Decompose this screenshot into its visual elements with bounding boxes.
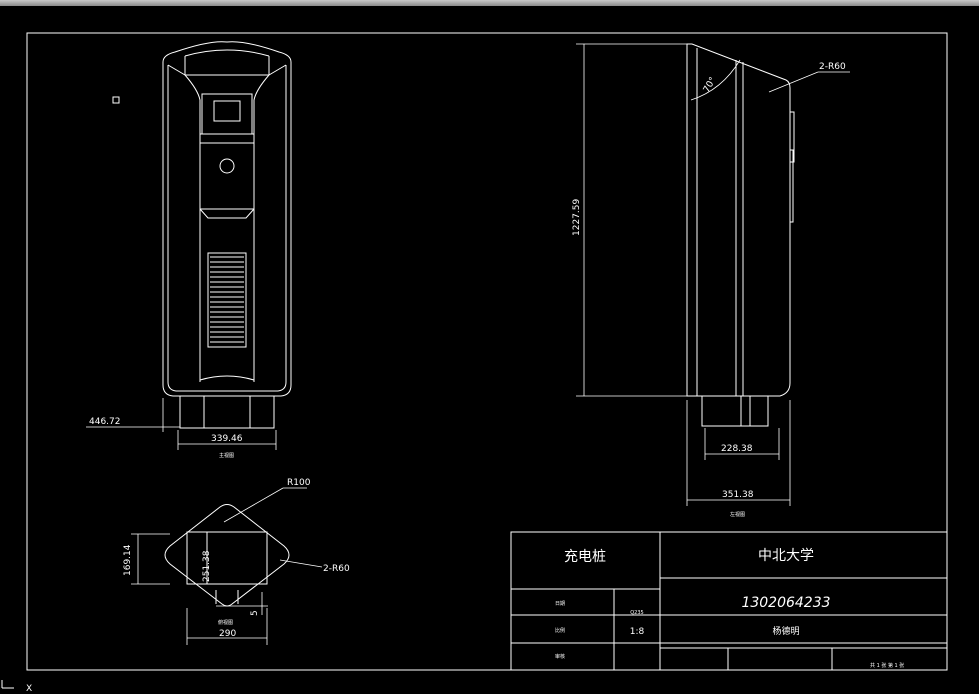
ucs-x-label: X xyxy=(26,684,32,694)
grip-square[interactable] xyxy=(112,96,120,104)
cad-drawing-canvas[interactable]: 446.72 339.46 主视图 1227.59 70° 2-R60 228.… xyxy=(0,6,979,694)
side-dim-overall: 351.38 xyxy=(722,490,754,500)
title-block xyxy=(510,531,948,671)
top-caption: 俯视图 xyxy=(218,619,233,626)
side-dim-angle: 70° xyxy=(702,76,719,95)
front-dim-width: 339.46 xyxy=(211,434,243,444)
top-view xyxy=(164,504,290,607)
drawing-border xyxy=(26,32,948,671)
top-dim-radius-small: 2-R60 xyxy=(323,564,350,574)
side-dim-base: 228.38 xyxy=(721,444,753,454)
side-view xyxy=(686,43,795,427)
top-dim-width: 290 xyxy=(219,629,236,639)
side-dim-radius: 2-R60 xyxy=(819,62,846,72)
top-dim-radius-big: R100 xyxy=(287,478,311,488)
side-dimensions xyxy=(576,43,850,506)
top-dim-inner-height: 251.38 xyxy=(202,550,212,582)
title-sheet: 共 1 张 第 1 张 xyxy=(870,662,904,669)
title-drawer-name: 杨德明 xyxy=(772,625,799,637)
window-title-strip xyxy=(0,0,979,6)
side-caption: 左视图 xyxy=(730,511,745,518)
title-row-scale-label: 比例 xyxy=(555,627,565,634)
top-dim-left-height: 169.14 xyxy=(123,544,133,576)
title-scale: 1:8 xyxy=(630,627,645,637)
title-part-name: 充电桩 xyxy=(564,548,606,565)
top-dim-gap: 5 xyxy=(250,610,260,616)
front-dimensions xyxy=(86,398,277,450)
front-dim-offset: 446.72 xyxy=(89,417,121,427)
title-material: Q235 xyxy=(630,610,643,616)
front-caption: 主视图 xyxy=(219,452,234,459)
title-school: 中北大学 xyxy=(758,548,814,564)
top-dimensions xyxy=(131,487,323,645)
ucs-icon xyxy=(1,680,14,689)
front-view xyxy=(162,41,292,429)
title-row-check: 审核 xyxy=(555,653,565,660)
side-dim-height: 1227.59 xyxy=(572,199,582,236)
title-row-date: 日期 xyxy=(555,601,565,607)
title-drawing-number: 1302064233 xyxy=(741,595,830,611)
